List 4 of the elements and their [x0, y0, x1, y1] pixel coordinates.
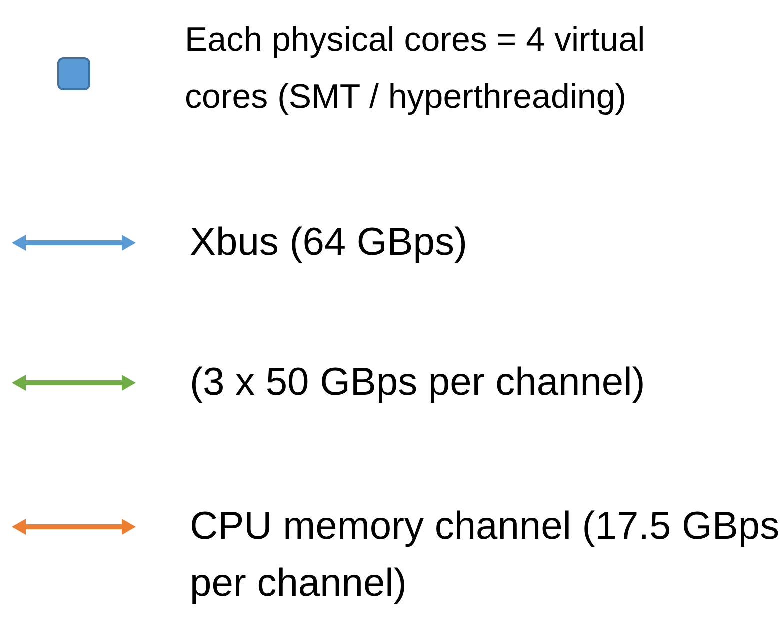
legend-text: (3 x 50 GBps per channel) [190, 360, 646, 406]
legend-text: Each physical cores = 4 virtual cores (SMT / hyperthreading) [185, 20, 646, 118]
legend-text: Xbus (64 GBps) [190, 220, 468, 266]
legend-text: CPU memory channel (17.5 GBps per channel) [190, 504, 780, 607]
